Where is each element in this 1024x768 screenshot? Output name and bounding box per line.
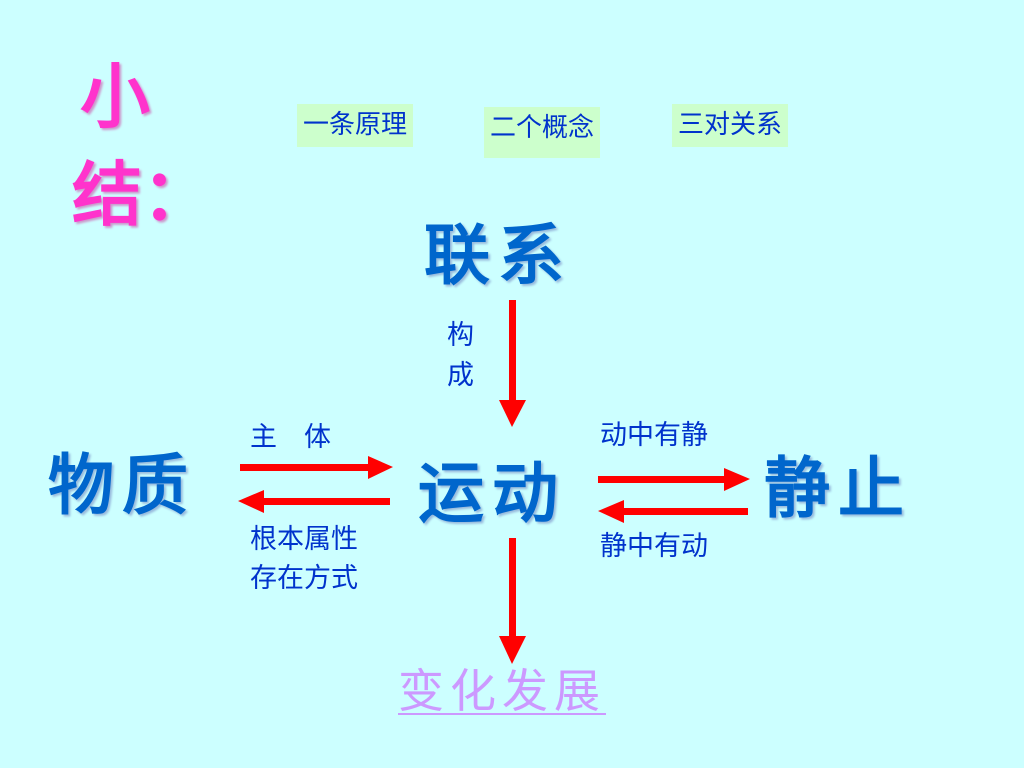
arrow-jingzhi-to-yundong-head bbox=[598, 500, 624, 523]
node-jingzhi: 静止 bbox=[764, 449, 912, 527]
arrow-wuzhi-to-yundong-head bbox=[368, 456, 393, 479]
arrow-lianxi-to-yundong-head bbox=[499, 400, 526, 427]
label-dongzhong: 动中有静 bbox=[600, 420, 708, 451]
arrow-yundong-to-bianhua-shaft bbox=[509, 538, 516, 638]
node-wuzhi: 物质 bbox=[48, 446, 196, 524]
label-cheng: 成 bbox=[447, 360, 474, 391]
node-bianhua-link[interactable]: 变化发展 bbox=[398, 664, 606, 718]
arrow-wuzhi-to-yundong-shaft bbox=[240, 464, 370, 471]
label-genben: 根本属性 bbox=[250, 524, 358, 555]
title-line-2: 结： bbox=[72, 153, 212, 236]
node-yundong: 运动 bbox=[418, 454, 566, 532]
arrow-yundong-to-bianhua-head bbox=[499, 636, 526, 664]
arrow-lianxi-to-yundong-shaft bbox=[509, 300, 516, 402]
arrow-yundong-to-wuzhi-shaft bbox=[262, 498, 390, 505]
label-jingzhong: 静中有动 bbox=[600, 531, 708, 562]
arrow-yundong-to-jingzhi-shaft bbox=[598, 476, 726, 483]
label-gou: 构 bbox=[447, 320, 474, 351]
arrow-jingzhi-to-yundong-shaft bbox=[622, 508, 748, 515]
tag-one-principle: 一条原理 bbox=[297, 104, 414, 148]
label-zhuti: 主 体 bbox=[250, 422, 331, 453]
label-cunzai: 存在方式 bbox=[250, 563, 358, 594]
tag-three-relations: 三对关系 bbox=[672, 104, 789, 148]
tag-two-concepts: 二个概念 bbox=[484, 107, 601, 159]
arrow-yundong-to-wuzhi-head bbox=[238, 490, 264, 513]
arrow-yundong-to-jingzhi-head bbox=[724, 468, 750, 491]
node-lianxi: 联系 bbox=[424, 216, 572, 294]
title-line-1: 小 bbox=[80, 55, 150, 138]
